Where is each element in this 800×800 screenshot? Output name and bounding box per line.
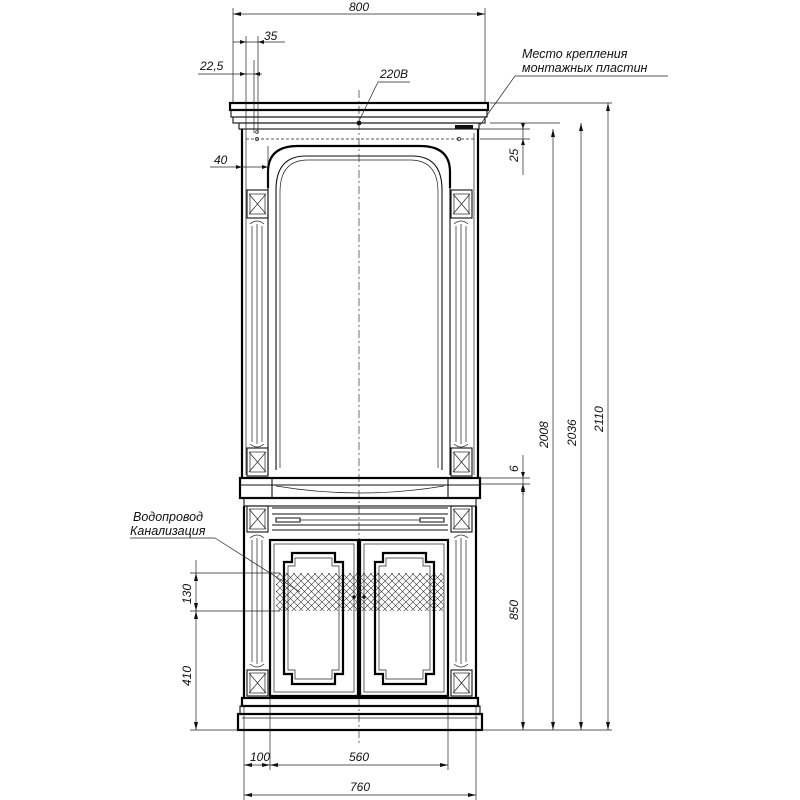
plumbing-zone — [276, 573, 444, 611]
dim-22-5: 22,5 — [199, 59, 224, 73]
mounting-plate — [455, 125, 473, 129]
dim-410: 410 — [180, 666, 194, 686]
dim-760: 760 — [350, 780, 370, 794]
dim-850: 850 — [507, 600, 521, 620]
dim-35: 35 — [264, 29, 278, 43]
dim-560: 560 — [349, 750, 369, 764]
dim-130: 130 — [180, 584, 194, 604]
dim-2008: 2008 — [537, 421, 551, 449]
countertop — [238, 476, 482, 507]
dim-100: 100 — [250, 750, 270, 764]
lower-cabinet — [242, 505, 478, 698]
dimension-lines — [130, 8, 668, 800]
mount-label-line1: Место крепления — [522, 47, 628, 61]
mount-label-line2: монтажных пластин — [522, 61, 648, 75]
water-label-line2: Канализация — [130, 524, 206, 538]
dim-2036: 2036 — [565, 419, 579, 447]
dim-40: 40 — [214, 153, 228, 167]
dim-800: 800 — [349, 0, 369, 14]
dim-220v: 220В — [379, 67, 408, 81]
upper-cabinet — [240, 129, 480, 478]
plinth — [236, 696, 484, 732]
water-label-line1: Водопровод — [133, 510, 203, 524]
power-socket-marker — [356, 120, 362, 126]
dim-6: 6 — [507, 465, 521, 472]
top-cornice — [228, 101, 490, 130]
dim-25: 25 — [507, 148, 521, 163]
dim-2110: 2110 — [592, 406, 606, 433]
